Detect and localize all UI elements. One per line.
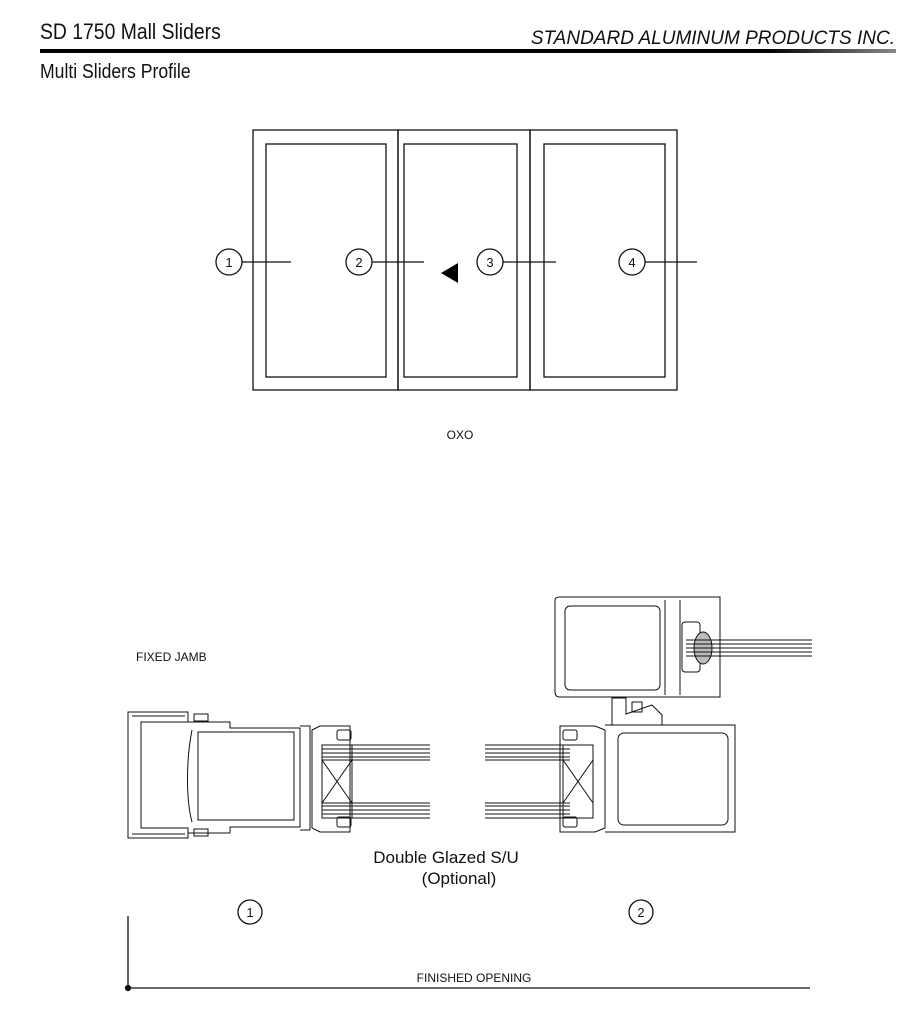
finished-opening-dimension: FINISHED OPENING: [124, 916, 810, 992]
document-title: SD 1750 Mall Sliders: [40, 19, 221, 44]
svg-text:3: 3: [486, 255, 493, 270]
slide-direction-arrow-icon: [441, 263, 458, 283]
svg-text:FINISHED OPENING: FINISHED OPENING: [417, 971, 532, 985]
interlock-section: [485, 596, 812, 833]
svg-text:2: 2: [355, 255, 362, 270]
header-divider: [40, 49, 896, 53]
panel-1-glass: [265, 143, 387, 378]
panel-2-glass: [403, 143, 518, 378]
panel-1-frame: [252, 129, 399, 391]
panel-3-glass: [543, 143, 666, 378]
callout-1: 1: [215, 248, 291, 276]
panel-3-frame: [529, 129, 678, 391]
glazing-label: Double Glazed S/U: [373, 848, 519, 867]
svg-text:4: 4: [628, 255, 635, 270]
svg-text:2: 2: [637, 905, 644, 920]
svg-text:1: 1: [225, 255, 232, 270]
section-callout-1: 1: [237, 899, 263, 925]
fixed-jamb-label: FIXED JAMB: [136, 650, 207, 664]
glazing-note: (Optional): [422, 869, 497, 888]
fixed-jamb-section: [127, 711, 430, 839]
callout-3: 3: [476, 248, 556, 276]
section-callout-2: 2: [628, 899, 654, 925]
panel-2-frame: [397, 129, 531, 391]
company-name: STANDARD ALUMINUM PRODUCTS INC.: [530, 28, 895, 49]
configuration-label: OXO: [447, 428, 474, 442]
callout-4: 4: [618, 248, 697, 276]
elevation-view: 1 2 3 4 OXO: [215, 129, 697, 442]
document-subtitle: Multi Sliders Profile: [40, 61, 191, 83]
callout-2: 2: [345, 248, 424, 276]
svg-text:1: 1: [246, 905, 253, 920]
